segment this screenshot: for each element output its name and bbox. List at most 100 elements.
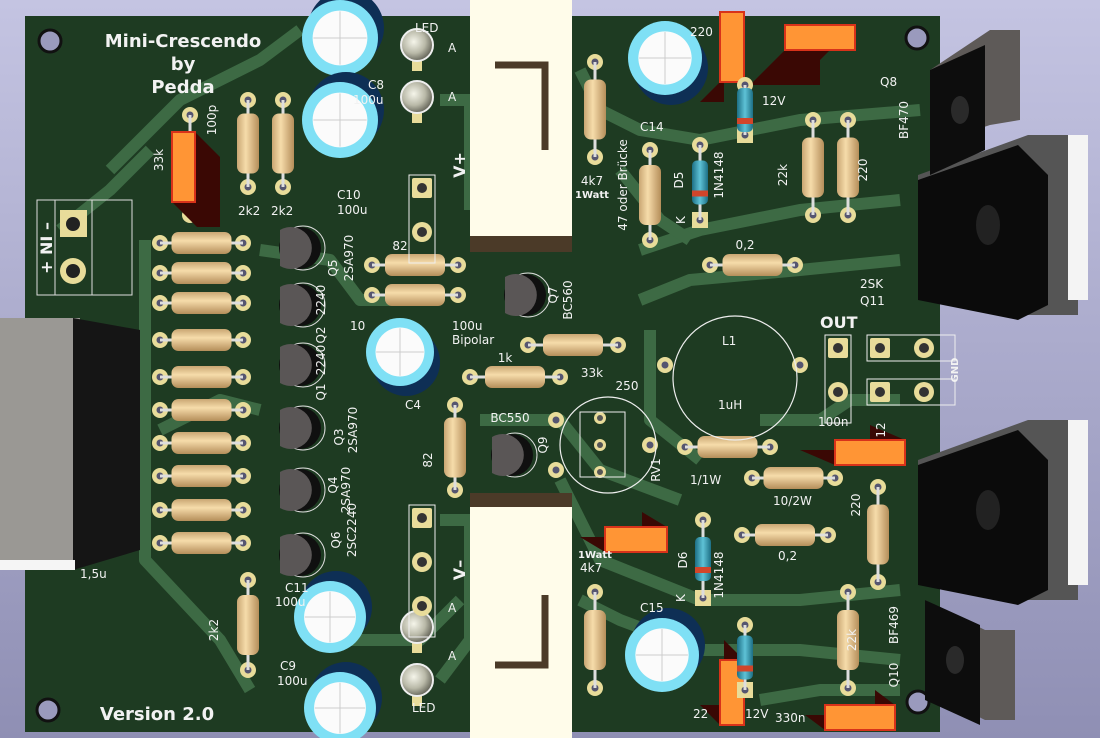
label: 82 — [392, 239, 407, 253]
mounting-hole — [905, 689, 931, 715]
label: 82 — [421, 452, 435, 467]
label: 100p — [205, 105, 219, 136]
electrolytic-capacitor — [294, 571, 372, 653]
heatsink-bottom — [470, 493, 572, 738]
label: 33k — [581, 366, 603, 380]
board-title-by: by — [171, 54, 196, 75]
label: 2240 — [314, 285, 328, 316]
heatsink-top — [470, 0, 572, 252]
resistor — [702, 254, 803, 276]
label: 0,2 — [778, 549, 797, 563]
resistor — [152, 399, 251, 421]
transistor-to92 — [279, 467, 326, 513]
resistor — [152, 232, 251, 254]
inductor-left-label: 1,5u — [80, 567, 107, 581]
label: Q8 — [880, 75, 897, 89]
label: RV1 — [649, 458, 663, 482]
label: Q6 — [329, 531, 343, 548]
film-capacitor — [800, 425, 906, 466]
mounting-hole — [37, 28, 63, 54]
label: 100n — [818, 415, 849, 429]
resistor — [152, 262, 251, 284]
transistor-to220 — [930, 30, 1020, 175]
mounting-hole — [904, 25, 930, 51]
diode — [692, 137, 708, 228]
input-label: + NI – — [37, 222, 56, 274]
resistor — [744, 467, 843, 489]
resistor — [837, 584, 859, 696]
components — [152, 0, 1088, 738]
label: 2SC2240 — [345, 503, 359, 557]
resistor — [364, 254, 466, 276]
pad — [548, 412, 564, 428]
trimmer-rv1[interactable] — [559, 396, 657, 494]
label: Q11 — [860, 294, 885, 308]
label: GND — [950, 358, 961, 383]
label: 100u — [452, 319, 483, 333]
label: Q7 — [546, 286, 560, 303]
label: 12V — [762, 94, 786, 108]
label: 47 oder Brücke — [616, 139, 630, 230]
label: 250 — [616, 379, 639, 393]
label: K — [674, 215, 688, 224]
label: BF470 — [897, 101, 911, 139]
heatsink-left — [0, 318, 140, 570]
resistor — [237, 572, 259, 678]
label: 22 — [693, 707, 708, 721]
resistor — [867, 479, 889, 590]
resistor — [152, 292, 251, 314]
inductor-l1-outline — [672, 315, 798, 441]
label: 2k2 — [207, 619, 221, 641]
label: 4k7 — [581, 174, 603, 188]
resistor — [152, 532, 251, 554]
label: 10/2W — [773, 494, 812, 508]
film-capacitor — [805, 690, 896, 731]
label: 220 — [690, 25, 713, 39]
electrolytic-capacitor — [302, 72, 384, 158]
label: L1 — [722, 334, 736, 348]
input-terminal-block[interactable]: + NI – — [36, 199, 133, 296]
label: 2240 — [314, 345, 328, 376]
label: 1N4148 — [712, 151, 726, 198]
label: 10 — [350, 319, 365, 333]
label: 1Watt — [575, 190, 609, 201]
resistor — [152, 465, 251, 487]
label: 12V — [745, 707, 769, 721]
label: V– — [450, 560, 469, 580]
label: Bipolar — [452, 333, 494, 347]
label: 100u — [275, 595, 306, 609]
resistor — [584, 54, 606, 165]
pin-header — [866, 378, 956, 406]
film-capacitor — [750, 24, 856, 85]
label: BC560 — [561, 280, 575, 319]
label: V+ — [450, 152, 469, 178]
power-transistor-to247 — [918, 135, 1088, 320]
label: C9 — [280, 659, 296, 673]
label: 22k — [776, 164, 790, 186]
label: LED — [415, 21, 439, 35]
resistor — [152, 366, 251, 388]
electrolytic-capacitor — [366, 318, 440, 396]
label: C8 — [368, 78, 384, 92]
label: 1k — [498, 351, 513, 365]
label: A — [448, 601, 457, 615]
label: 4k7 — [580, 561, 602, 575]
label: 2SA970 — [339, 467, 353, 514]
resistor — [152, 432, 251, 454]
label: 1N4148 — [712, 551, 726, 598]
resistor — [802, 112, 824, 223]
mounting-hole — [35, 697, 61, 723]
label: 100u — [277, 674, 308, 688]
electrolytic-capacitor — [304, 662, 382, 738]
label: C11 — [285, 581, 309, 595]
label: C10 — [337, 188, 361, 202]
trimmer-pin — [594, 466, 606, 478]
resistor — [677, 436, 778, 458]
resistor — [237, 92, 259, 195]
transistor-to92 — [279, 532, 326, 578]
label: OUT — [820, 313, 858, 332]
label: A — [448, 41, 457, 55]
electrolytic-capacitor — [625, 608, 705, 692]
resistor — [272, 92, 294, 195]
